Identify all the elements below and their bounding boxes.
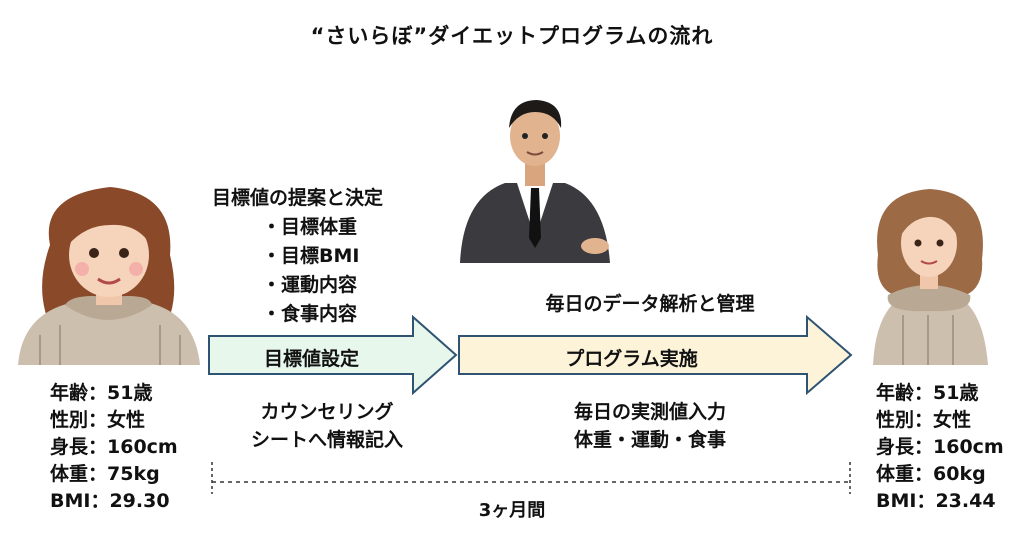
step1-arrow-shape bbox=[208, 314, 458, 396]
step2-label: プログラム実施 bbox=[565, 348, 698, 370]
duration-line bbox=[211, 462, 851, 494]
proposal-item-exercise: ・運動内容 bbox=[262, 274, 358, 296]
step2-arrow bbox=[458, 314, 853, 396]
page-title: “さいらぼ”ダイエットプログラムの流れ bbox=[310, 24, 714, 48]
step1-note-line-2: シートへ情報記入 bbox=[250, 429, 403, 451]
duration-label: 3ヶ月間 bbox=[478, 500, 546, 521]
step2-note-line-2: 体重・運動・食事 bbox=[573, 429, 726, 451]
after-age: 年齢：51歳 bbox=[876, 382, 979, 404]
step1-label: 目標値設定 bbox=[263, 348, 359, 370]
after-height: 身長：160cm bbox=[876, 436, 1004, 458]
before-stats: 年齢：51歳 性別：女性 身長：160cm 体重：75kg BMI：29.30 bbox=[50, 380, 178, 515]
step1-note: カウンセリング シートへ情報記入 bbox=[212, 398, 442, 454]
after-weight: 体重：60kg bbox=[876, 463, 986, 485]
proposal-block: 目標値の提案と決定 ・目標体重 ・目標BMI ・運動内容 ・食事内容 bbox=[212, 184, 383, 329]
before-woman-illustration bbox=[18, 187, 200, 365]
after-woman-illustration bbox=[873, 189, 988, 365]
proposal-item-target-bmi: ・目標BMI bbox=[262, 245, 360, 267]
step2-note-line-1: 毎日の実測値入力 bbox=[573, 401, 726, 423]
after-bmi: BMI：23.44 bbox=[876, 490, 996, 512]
proposal-item-diet: ・食事内容 bbox=[262, 303, 358, 325]
after-sex: 性別：女性 bbox=[876, 409, 972, 431]
step2-above-text: 毎日のデータ解析と管理 bbox=[545, 293, 755, 315]
step2-note: 毎日の実測値入力 体重・運動・食事 bbox=[500, 398, 800, 454]
proposal-heading: 目標値の提案と決定 bbox=[212, 187, 384, 209]
before-bmi: BMI：29.30 bbox=[50, 490, 170, 512]
consultant-illustration bbox=[460, 100, 610, 263]
proposal-item-target-weight: ・目標体重 bbox=[262, 216, 358, 238]
before-age: 年齢：51歳 bbox=[50, 382, 153, 404]
step2-arrow-shape bbox=[458, 314, 853, 396]
step1-note-line-1: カウンセリング bbox=[260, 401, 394, 423]
before-sex: 性別：女性 bbox=[50, 409, 146, 431]
before-height: 身長：160cm bbox=[50, 436, 178, 458]
after-stats: 年齢：51歳 性別：女性 身長：160cm 体重：60kg BMI：23.44 bbox=[876, 380, 1004, 515]
step1-arrow bbox=[208, 314, 458, 396]
before-weight: 体重：75kg bbox=[50, 463, 160, 485]
